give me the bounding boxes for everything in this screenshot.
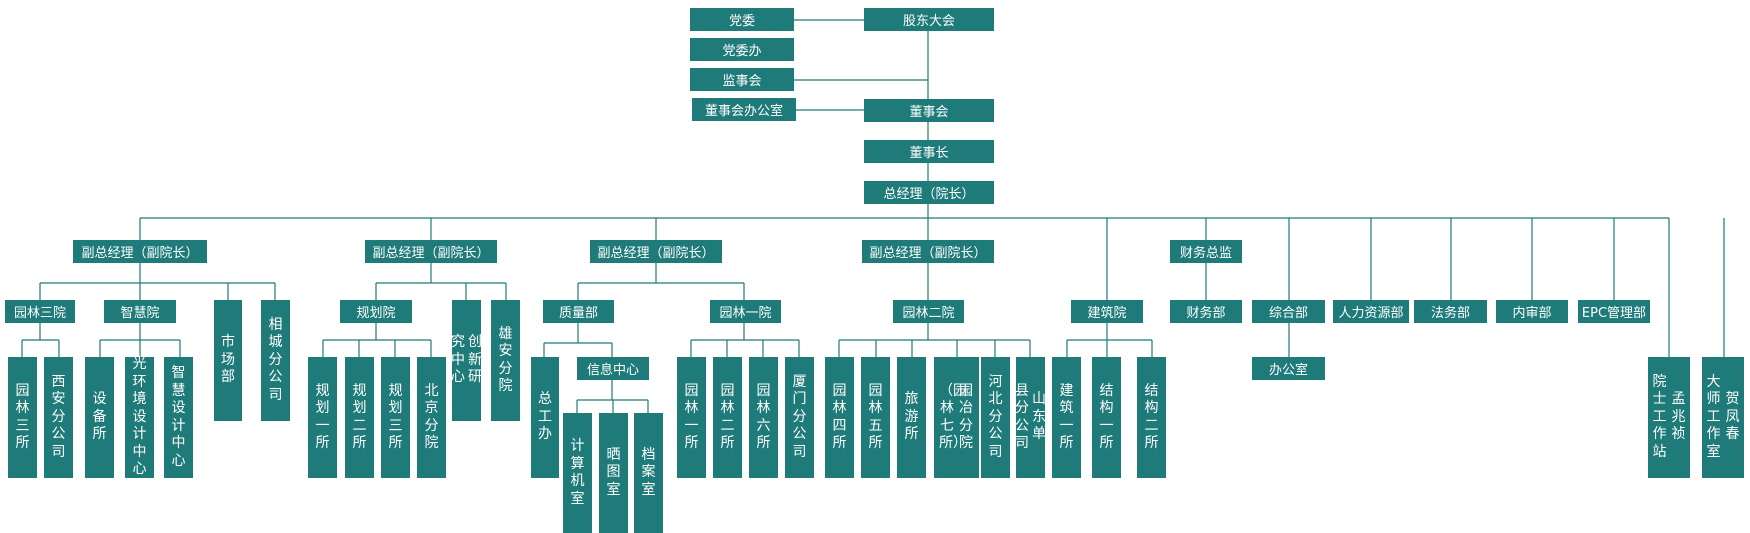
garden-institute-1-box: 园林一院 <box>710 300 781 323</box>
chairman-box: 董事长 <box>864 140 994 163</box>
equipment-office-box: 设备所 <box>85 357 114 478</box>
garden-office-4-box: 园林四所 <box>825 357 854 478</box>
board-of-directors-box: 董事会 <box>864 99 994 122</box>
smart-design-center-box: 智慧设计中心 <box>164 357 193 478</box>
planning-institute-box: 规划院 <box>340 300 412 323</box>
planning-office-3-box: 规划三所 <box>381 357 410 478</box>
smart-institute-box: 智慧院 <box>104 300 176 323</box>
hebei-branch-box: 河北分公司 <box>981 357 1010 478</box>
planning-office-2-box: 规划二所 <box>345 357 374 478</box>
vice-gm-1-box: 副总经理（副院长） <box>73 240 207 263</box>
party-committee-box: 党委 <box>690 8 794 31</box>
legal-dept-box: 法务部 <box>1414 300 1487 323</box>
garden-office-1-box: 园林一所 <box>677 357 706 478</box>
supervisory-board-box: 监事会 <box>690 68 794 91</box>
garden-institute-2-box: 园林二院 <box>893 300 964 323</box>
xiongan-branch-box: 雄安分院 <box>491 300 520 421</box>
shareholders-meeting-box: 股东大会 <box>864 8 994 31</box>
office-box: 办公室 <box>1252 357 1325 380</box>
innovation-center-box: 创新研究中心 <box>451 300 482 421</box>
general-dept-box: 综合部 <box>1252 300 1325 323</box>
meng-academician-station-box: 孟兆祯院士工作站 <box>1648 357 1690 478</box>
garden-office-6-box: 园林六所 <box>749 357 778 478</box>
vice-gm-4-box: 副总经理（副院长） <box>862 240 994 263</box>
yuanye-branch-box: 园冶分院（园林七所） <box>934 357 979 478</box>
beijing-branch-box: 北京分院 <box>417 357 446 478</box>
architecture-institute-box: 建筑院 <box>1071 300 1143 323</box>
print-room-box: 晒图室 <box>599 413 628 533</box>
xiamen-branch-box: 厦门分公司 <box>785 357 814 478</box>
structure-office-1-box: 结构一所 <box>1092 357 1121 478</box>
tourism-office-box: 旅游所 <box>897 357 926 478</box>
architecture-office-1-box: 建筑一所 <box>1052 357 1081 478</box>
xian-branch-box: 西安分公司 <box>44 357 73 478</box>
xiangcheng-branch-box: 相城分公司 <box>261 300 290 421</box>
vice-gm-3-box: 副总经理（副院长） <box>590 240 722 263</box>
board-office-box: 董事会办公室 <box>692 98 796 121</box>
garden-office-2-box: 园林二所 <box>713 357 742 478</box>
info-center-box: 信息中心 <box>577 357 649 380</box>
garden-institute-3-box: 园林三院 <box>5 300 75 323</box>
shandong-shanxian-branch-box: 山东单县分公司 <box>1015 357 1046 478</box>
party-office-box: 党委办 <box>690 38 794 61</box>
lighting-design-center-box: 光环境设计中心 <box>125 356 154 478</box>
finance-dept-box: 财务部 <box>1170 300 1242 323</box>
audit-dept-box: 内审部 <box>1496 300 1568 323</box>
hr-dept-box: 人力资源部 <box>1333 300 1409 323</box>
garden-office-5-box: 园林五所 <box>861 357 890 478</box>
archive-room-box: 档案室 <box>634 413 663 533</box>
structure-office-2-box: 结构二所 <box>1137 357 1166 478</box>
cfo-box: 财务总监 <box>1170 240 1242 263</box>
epc-dept-box: EPC管理部 <box>1578 300 1650 323</box>
market-dept-box: 市场部 <box>214 300 242 421</box>
vice-gm-2-box: 副总经理（副院长） <box>365 240 497 263</box>
garden-office-3-box: 园林三所 <box>8 357 37 478</box>
general-manager-box: 总经理（院长） <box>864 181 994 204</box>
quality-dept-box: 质量部 <box>543 300 614 323</box>
computer-room-box: 计算机室 <box>563 413 592 533</box>
chief-engineer-office-box: 总工办 <box>531 357 559 478</box>
planning-office-1-box: 规划一所 <box>308 357 337 478</box>
he-master-studio-box: 贺凤春大师工作室 <box>1702 357 1744 478</box>
